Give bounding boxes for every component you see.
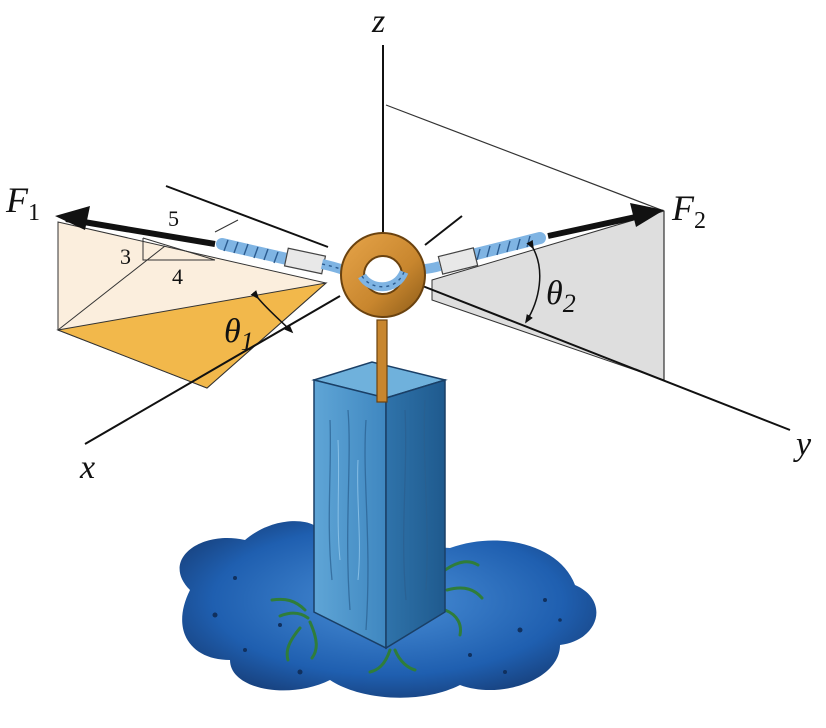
axis-lines: [84, 45, 791, 445]
wooden-post: [311, 361, 448, 650]
y-axis-label: y: [793, 426, 812, 463]
z-plane-outline: [385, 104, 665, 380]
z-axis-label: z: [371, 3, 385, 40]
theta2-arc: [525, 239, 541, 324]
grass-tufts: [270, 560, 484, 674]
slope-label-hypotenuse: 5: [168, 206, 179, 231]
force-arrow-f1: [55, 206, 216, 247]
angle-label-theta1: θ1: [224, 313, 254, 356]
slope-label-rise: 3: [120, 244, 131, 269]
force-arrow-f2: [547, 203, 664, 239]
theta1-arc: [250, 290, 294, 334]
x-plane: [56, 221, 328, 389]
y-axis: [419, 284, 791, 431]
eye-bolt-ring: [340, 232, 426, 318]
angle-label-theta2: θ2: [546, 275, 576, 318]
slope-label-run: 4: [172, 264, 183, 289]
x-axis: [84, 295, 341, 445]
x-axis-label: x: [79, 449, 95, 486]
yz-guide: [424, 215, 463, 246]
slope-triangle: [142, 219, 239, 261]
eye-bolt-shank: [376, 319, 388, 403]
xz-guide: [165, 185, 329, 248]
force-label-f1: F1: [5, 180, 40, 226]
force-label-f2: F2: [671, 188, 706, 234]
